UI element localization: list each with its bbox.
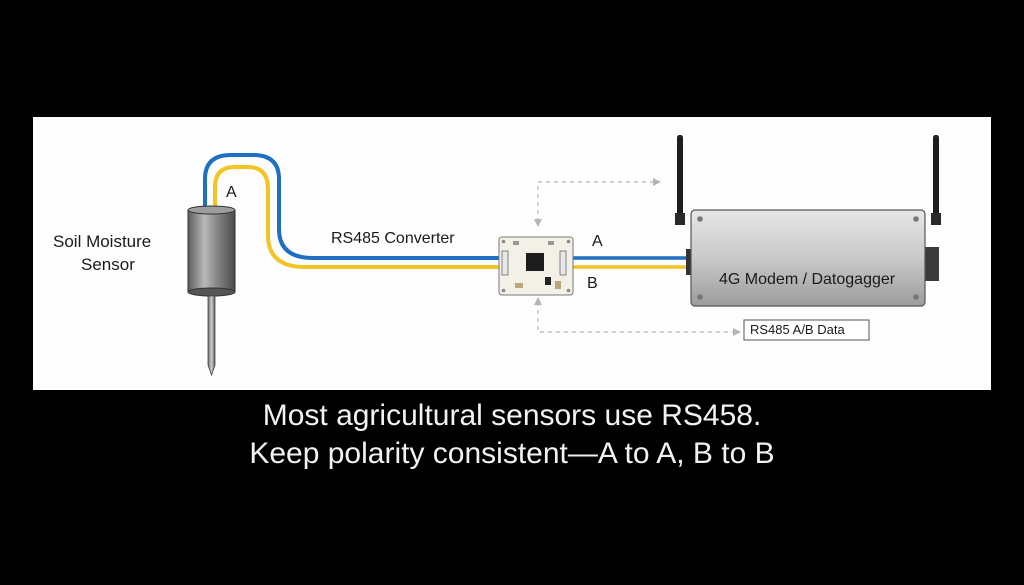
data-tag-box (743, 319, 870, 341)
sensor-wires (203, 153, 507, 269)
sensor-label-line2: Sensor (81, 255, 135, 274)
caption-line-2: Keep polarity consistent—A to A, B to B (249, 437, 775, 470)
wire-a-sensor (203, 153, 507, 260)
soil-sensor-probe-icon (187, 205, 236, 377)
sensor-wire-a-label: A (226, 184, 237, 201)
bus-lines (571, 256, 688, 269)
wiring-diagram (187, 135, 941, 377)
data-tag-label: RS485 A/B Data (750, 322, 845, 337)
sensor-label-line1: Soil Moisture (53, 232, 152, 251)
line-a-label: A (592, 233, 603, 250)
antenna-icon (933, 135, 939, 217)
caption-line-1: Most agricultural sensors use RS458. (262, 399, 762, 432)
converter-label: RS485 Converter (331, 230, 455, 247)
wire-b-sensor (213, 165, 507, 269)
antenna-icon (677, 135, 683, 217)
rs485-converter-board-icon (498, 236, 574, 296)
4g-modem-box-icon (675, 135, 941, 307)
line-b-label: B (587, 275, 598, 292)
diagram-panel: Soil Moisture Sensor A RS485 Converter A… (33, 117, 991, 390)
dashed-flow-arrows (537, 181, 738, 333)
modem-label: 4G Modem / Datogagger (719, 271, 896, 288)
dashed-arrow-heads (534, 178, 741, 336)
